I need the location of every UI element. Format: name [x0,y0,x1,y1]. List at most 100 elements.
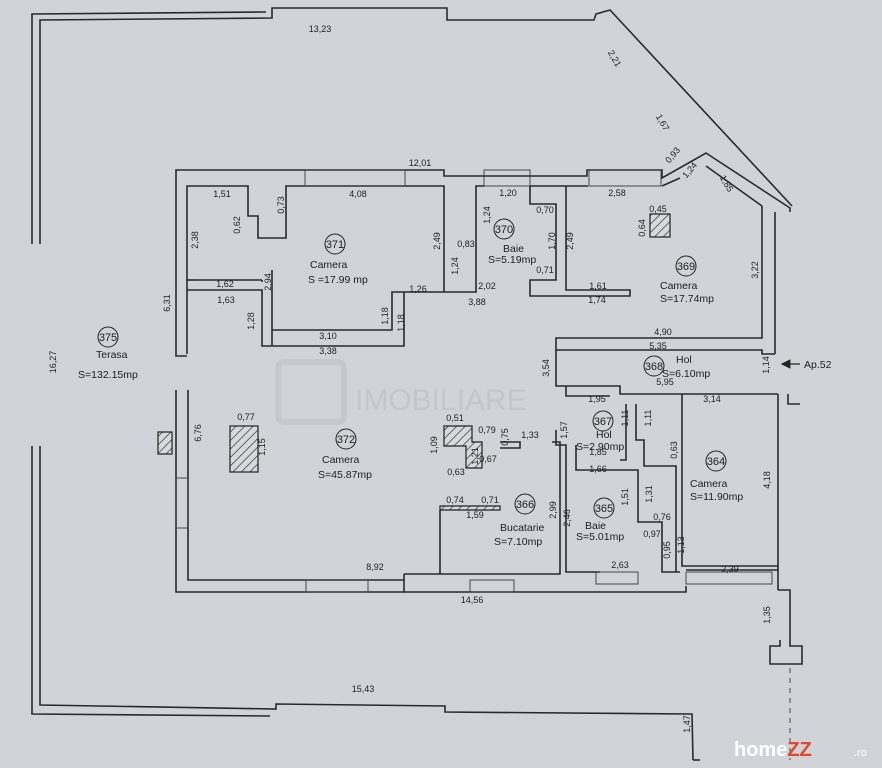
dimension-label: 1,62 [216,279,234,289]
dimension-label: 16,27 [48,351,58,374]
room-area: S=17.74mp [660,293,714,305]
room-name: Camera [310,259,348,271]
dimension-label: 1,57 [559,421,569,439]
room-area: S=6.10mp [662,368,710,380]
dimension-label: 4,08 [349,189,367,199]
room-name: Hol [676,354,692,366]
room-name: Camera [660,280,698,292]
dimension-label: 3,10 [319,331,337,341]
dimension-label: 4,18 [762,471,772,489]
dimension-label: 3,88 [468,297,486,307]
dimension-label: 0,83 [457,239,475,249]
watermark-text: IMOBILIARE [355,384,527,417]
dimension-labels: 13,232,211,670,931,241,8512,014,081,510,… [48,24,772,733]
dimension-label: 6,31 [162,294,172,312]
dimension-label: 1,66 [589,464,607,474]
room-area: S=132.15mp [78,369,138,381]
room-number: 368 [645,361,663,373]
dimension-label: 2,49 [565,232,575,250]
dimension-label: 3,22 [750,261,760,279]
room-area: S=11.90mp [690,491,743,503]
watermark: IMOBILIARE [275,359,527,425]
dimension-label: 14,56 [461,595,484,605]
dimension-label: 1,63 [217,295,235,305]
dimension-label: 1,21 [470,447,480,465]
dimension-label: 1,74 [588,295,606,305]
room-number-circle [705,450,727,472]
dimension-label: 1,51 [620,488,630,506]
room-number-circle [675,255,697,277]
dimension-label: 4,90 [654,327,672,337]
dimension-label: 1,70 [547,232,557,250]
room-number: 371 [326,239,344,251]
dimension-label: 0,67 [479,454,497,464]
room-name: Bucatarie [500,522,545,534]
room-number: 365 [595,503,613,515]
room-area: S=5.01mp [576,531,624,543]
room-number: 364 [707,456,725,468]
dimension-label: 1,47 [682,715,692,733]
room-area: S=2.90mp [576,441,624,453]
room-area: S=7.10mp [494,536,542,548]
room-area: S=45.87mp [318,469,372,481]
outer-walls [31,7,793,761]
dimension-label: 1,20 [499,188,517,198]
dimension-label: 1,15 [257,438,267,456]
dimension-label: 1,24 [482,206,492,224]
room-area: S=5.19mp [488,254,536,266]
dimension-label: 0,73 [276,196,286,214]
dimension-label: 0,63 [447,467,465,477]
dimension-label: 0,63 [669,441,679,459]
dimension-label: 0,71 [536,265,554,275]
dimension-label: 2,49 [432,232,442,250]
dimension-label: 2,99 [548,501,558,519]
dimension-label: 1,28 [246,312,256,330]
dimension-label: 0,64 [637,219,647,237]
dimension-label: 2,94 [263,273,273,291]
room-number-circle [643,355,665,377]
dimension-label: 8,92 [366,562,384,572]
room-number: 370 [495,224,513,236]
dimension-label: 12,01 [409,158,432,168]
dimension-label: 0,75 [500,428,510,446]
dimension-label: 0,97 [643,529,661,539]
dimension-label: 0,77 [237,412,255,422]
dimension-label: 1,11 [620,410,630,427]
dimension-label: 5,95 [656,377,674,387]
room-number: 366 [516,499,534,511]
dimension-label: 0,70 [536,205,554,215]
dimension-label: 3,38 [319,346,337,356]
dimension-label: 1,18 [380,307,390,325]
room-number: 369 [677,261,695,273]
room-number-circle [493,218,515,240]
dimension-label: 1,85 [589,447,607,457]
room-number-circle [514,493,536,515]
room-name: Baie [503,243,524,255]
dimension-label: 1,51 [213,189,231,199]
room-name: Hol [596,429,612,441]
dimension-label: 1,33 [521,430,539,440]
dimension-label: 3,14 [703,394,721,404]
apartment-walls [157,152,803,760]
room-number: 375 [99,332,117,344]
dimension-label: 2,63 [611,560,629,570]
entrance-label: Ap.52 [804,359,832,371]
dimension-label: 1,18 [396,314,406,332]
dimension-label: 6,76 [193,424,203,442]
dimension-label: 2,39 [721,564,739,574]
brand-logo: homeZZ .ro [734,739,867,761]
room-number: 372 [337,434,355,446]
room-name: Terasa [96,349,128,361]
dimension-label: 0,71 [481,495,499,505]
room-name: Camera [322,454,360,466]
dimension-label: 2,58 [608,188,626,198]
dimension-label: 1,09 [429,436,439,454]
dimension-label: 1,35 [762,606,772,624]
dimension-label: 2,38 [190,231,200,249]
room-name: Camera [690,478,728,490]
room-number-circle [593,497,615,519]
dimension-label: 0,76 [653,512,671,522]
